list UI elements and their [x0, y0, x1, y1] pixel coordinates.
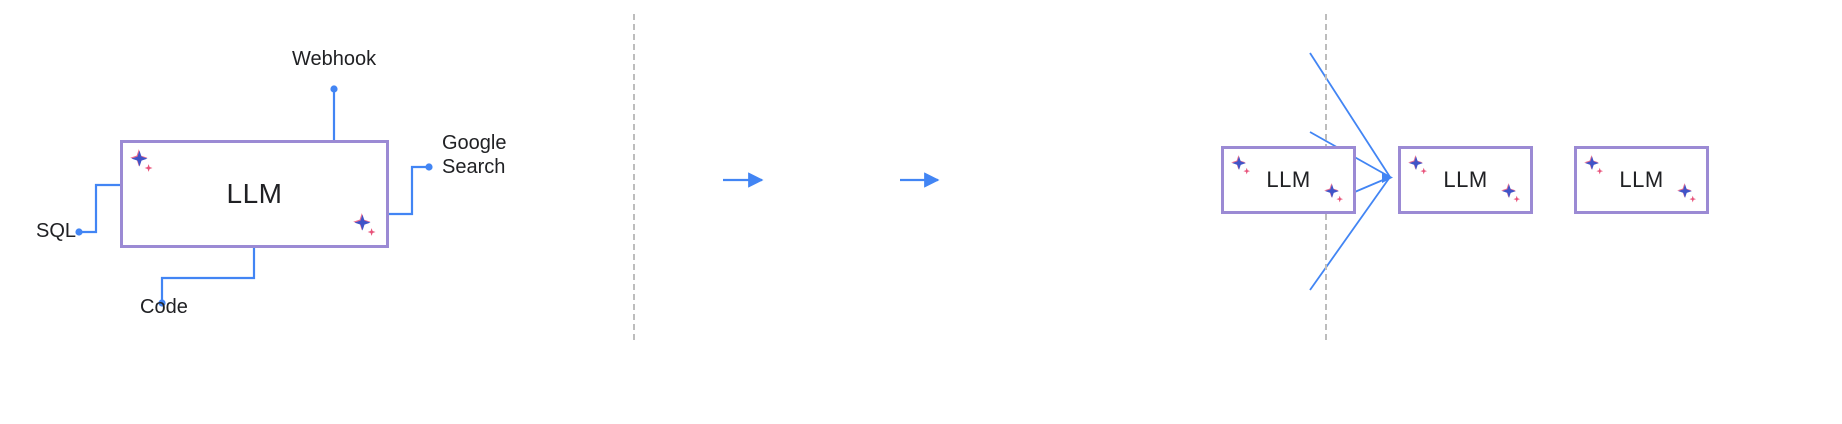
llm-box-label: LLM: [226, 178, 283, 209]
panel-llm-fan-in: LLM LLM LLM LLM LLM: [1325, 0, 1842, 424]
io-label-google-search[interactable]: Google Search: [442, 132, 507, 178]
panel-llm-with-tools: LLM Webhook SQL Code Google Search: [0, 0, 633, 424]
sparkle-icon: [1231, 155, 1253, 177]
io-label-webhook[interactable]: Webhook: [292, 48, 377, 70]
llm-box-label: LLM: [1443, 167, 1488, 192]
sparkle-icon: [130, 149, 156, 175]
llm-box-chain-3[interactable]: LLM: [1574, 146, 1709, 214]
llm-box-chain-2[interactable]: LLM: [1398, 146, 1533, 214]
io-label-sql[interactable]: SQL: [36, 220, 77, 242]
io-label-code[interactable]: Code: [140, 296, 188, 318]
panel-llm-chain: LLM LLM LLM: [633, 0, 1709, 424]
llm-box-label: LLM: [1619, 167, 1664, 192]
sparkle-icon: [353, 213, 379, 239]
llm-box-label: LLM: [1266, 167, 1311, 192]
llm-box-tools[interactable]: LLM: [120, 140, 389, 248]
panel-divider-1: [633, 14, 635, 340]
llm-box-chain-1[interactable]: LLM: [1221, 146, 1356, 214]
